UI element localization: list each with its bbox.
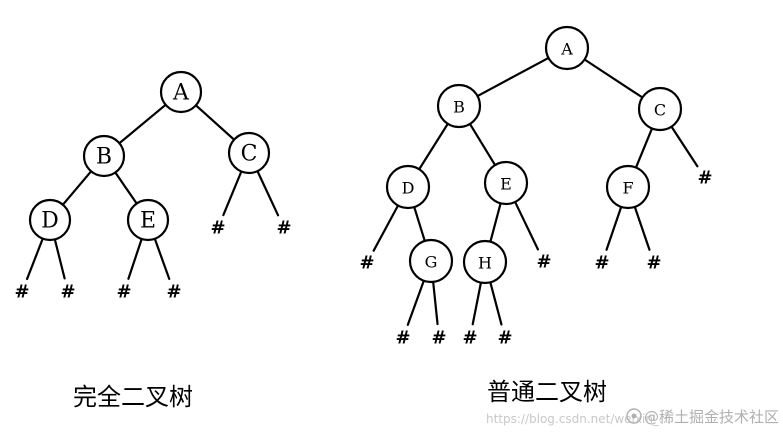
tree-node-general-E: E <box>483 160 529 206</box>
node-label: D <box>402 179 415 198</box>
edge-general-D-leaf1 <box>372 204 400 252</box>
node-label: A <box>560 40 573 59</box>
edge-general-G-leaf5 <box>406 279 425 326</box>
node-circle <box>544 25 590 71</box>
edge-complete-A-B <box>118 103 167 145</box>
null-leaf-complete-1: # <box>276 218 291 239</box>
nodes-layer: A B C D E A B C D E F G H <box>28 25 683 285</box>
null-leaf-complete-4: # <box>116 282 131 303</box>
node-label: E <box>500 175 512 194</box>
node-circle <box>126 198 170 242</box>
null-leaf-general-4: # <box>646 253 661 274</box>
edge-general-C-leaf0 <box>670 125 699 168</box>
tree-node-general-H: H <box>462 239 508 285</box>
null-leaf-general-6: # <box>431 328 446 349</box>
leaves-layer: # # # # # # # # # # # # # # # <box>14 168 712 349</box>
edges-layer <box>25 56 699 326</box>
watermark-url: https://blog.csdn.net/weixin_... <box>486 412 670 426</box>
null-leaf-complete-5: # <box>166 282 181 303</box>
edge-complete-D-leaf2 <box>25 237 44 281</box>
edge-complete-C-leaf0 <box>222 170 243 217</box>
node-circle <box>385 164 431 210</box>
edge-complete-E-leaf4 <box>127 237 143 280</box>
tree-node-general-D: D <box>385 164 431 210</box>
tree-node-general-A: A <box>544 25 590 71</box>
edge-general-B-E <box>468 122 497 167</box>
edge-general-H-leaf8 <box>489 281 503 326</box>
edge-complete-A-C <box>194 104 236 141</box>
null-leaf-complete-3: # <box>60 282 75 303</box>
tree-node-general-B: B <box>436 83 482 129</box>
edge-general-A-C <box>583 58 644 99</box>
edge-general-E-H <box>489 202 502 243</box>
node-circle <box>637 86 683 132</box>
null-leaf-general-3: # <box>594 253 609 274</box>
null-leaf-general-8: # <box>497 328 512 349</box>
node-label: A <box>172 81 190 106</box>
watermark-logo-icon <box>626 408 642 424</box>
tree-node-general-G: G <box>408 238 454 284</box>
node-label: E <box>140 209 156 234</box>
null-leaf-general-0: # <box>697 168 712 189</box>
edge-complete-E-leaf5 <box>153 237 171 280</box>
node-label: B <box>96 145 112 170</box>
node-circle <box>227 131 271 175</box>
node-circle <box>159 70 203 114</box>
edge-general-D-G <box>413 205 426 243</box>
null-leaf-general-1: # <box>359 253 374 274</box>
node-label: B <box>453 98 465 117</box>
tree-node-general-F: F <box>605 164 651 210</box>
node-circle <box>605 164 651 210</box>
null-leaf-general-7: # <box>462 328 477 349</box>
edge-general-B-D <box>418 122 449 171</box>
tree-node-complete-A: A <box>159 70 203 114</box>
caption-general-tree: 普通二叉树 <box>487 378 607 406</box>
edge-general-G-leaf6 <box>432 280 439 326</box>
edge-general-F-leaf3 <box>605 205 623 251</box>
node-circle <box>28 198 72 242</box>
edge-general-F-leaf4 <box>633 205 651 251</box>
node-label: C <box>241 142 258 167</box>
caption-complete-tree: 完全二叉树 <box>73 383 193 411</box>
null-leaf-complete-0: # <box>210 218 225 239</box>
tree-node-complete-C: C <box>227 131 271 175</box>
node-circle <box>436 83 482 129</box>
node-circle <box>483 160 529 206</box>
null-leaf-general-5: # <box>395 328 410 349</box>
tree-node-complete-D: D <box>28 198 72 242</box>
null-leaf-general-2: # <box>536 252 551 273</box>
edge-complete-D-leaf3 <box>53 238 66 280</box>
tree-node-general-C: C <box>637 86 683 132</box>
watermark-brand: @稀土掘金技术社区 <box>644 408 779 426</box>
tree-node-complete-B: B <box>82 134 126 178</box>
edge-general-C-F <box>634 127 654 169</box>
node-label: F <box>622 179 633 198</box>
node-label: G <box>425 253 438 272</box>
node-circle <box>82 134 126 178</box>
edge-general-A-B <box>476 56 550 98</box>
node-label: D <box>41 209 59 234</box>
node-label: H <box>478 254 492 273</box>
edge-complete-C-leaf1 <box>256 170 280 217</box>
node-circle <box>408 238 454 284</box>
tree-node-complete-E: E <box>126 198 170 242</box>
edge-complete-B-E <box>114 171 138 205</box>
edge-general-H-leaf7 <box>471 281 483 326</box>
edge-complete-B-D <box>61 170 93 206</box>
node-circle <box>462 239 508 285</box>
null-leaf-complete-2: # <box>14 282 29 303</box>
edge-general-E-leaf2 <box>514 200 540 251</box>
node-label: C <box>654 101 666 120</box>
